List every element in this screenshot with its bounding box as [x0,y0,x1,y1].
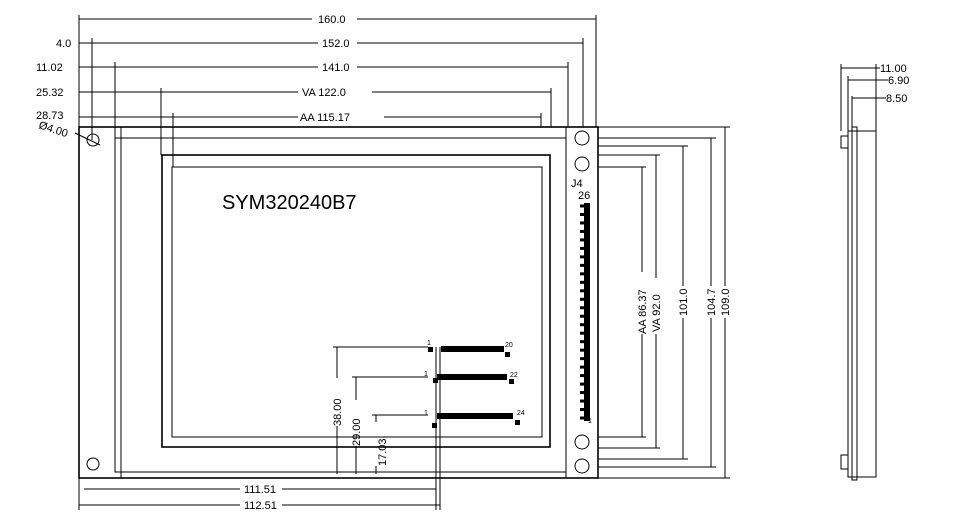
j4-pin [580,212,584,216]
dim-101: 101.0 [678,288,690,316]
j4-pin [580,331,584,335]
mount-hole-right-2 [574,156,590,172]
mount-hole-right-3 [574,434,590,450]
j4-pin [580,306,584,310]
j4-pin [580,416,584,420]
dim-25-32: 25.32 [36,87,64,99]
dim-side-6-9: 6.90 [888,75,909,87]
dim-17-03: 17.03 [377,438,389,466]
dim-29: 29.00 [351,418,363,446]
connector-label: J4 [571,178,583,190]
svg-text:1: 1 [424,410,428,417]
j4-pin [580,374,584,378]
dim-side-8-5: 8.50 [886,93,907,105]
j4-pin [580,289,584,293]
dim-va-92: VA 92.0 [651,294,663,332]
mount-hole-bottom-left [86,457,100,471]
svg-text:22: 22 [510,372,518,379]
j4-pin [580,280,584,284]
dim-11-02: 11.02 [36,62,63,74]
right-dimensions: AA 86.37 VA 92.0 101.0 104.7 109.0 [598,126,732,479]
mount-hole-bottom-right [574,458,590,474]
svg-text:20: 20 [505,342,513,349]
model-label: SYM320240B7 [222,192,357,214]
dim-aa-115: AA 115.17 [300,112,350,124]
pin-bottom-label: 1 [588,418,592,425]
j4-pin-header [580,203,590,421]
dim-38: 38.00 [332,398,344,426]
dim-va-122: VA 122.0 [302,87,346,99]
j4-pin [580,399,584,403]
side-view: 11.00 6.90 8.50 [840,63,909,481]
j4-pin [580,229,584,233]
connector-dimensions: 38.00 29.00 17.03 [332,346,428,474]
module-frame [114,137,567,473]
top-dimensions: 160.0 4.0 152.0 11.02 141.0 25.32 VA 122… [36,14,597,167]
left-bracket [78,126,122,479]
dim-4: 4.0 [56,38,71,50]
fpc-connector-22: 1 22 [424,371,518,384]
dim-104-7: 104.7 [706,288,718,316]
svg-text:1: 1 [424,371,428,378]
j4-pin [580,408,584,412]
j4-pin-strip [584,203,590,421]
j4-pin [580,255,584,259]
j4-pin [580,340,584,344]
dim-109: 109.0 [720,288,732,316]
pin-top-label: 26 [578,190,590,202]
j4-pin [580,314,584,318]
svg-text:24: 24 [517,410,525,417]
svg-text:1: 1 [427,340,431,347]
dim-111-51: 111.51 [244,484,276,496]
fpc-connector-20: 1 20 [427,340,513,357]
bottom-dimensions: 111.51 112.51 [78,347,441,512]
dim-28-73: 28.73 [36,110,64,122]
j4-pin [580,221,584,225]
mount-hole-top-left [86,133,100,147]
dim-160: 160.0 [318,14,346,26]
j4-pin [580,391,584,395]
j4-pin [580,238,584,242]
j4-pin [580,272,584,276]
j4-pin [580,246,584,250]
j4-pin [580,365,584,369]
dim-aa-86: AA 86.37 [637,289,649,334]
dim-141: 141.0 [322,62,350,74]
j4-pin [580,204,584,208]
j4-pin [580,382,584,386]
mount-hole-top-right [574,130,590,146]
j4-pin [580,297,584,301]
dim-112-51: 112.51 [244,500,277,512]
dim-side-11: 11.00 [880,63,907,75]
j4-pin [580,348,584,352]
active-area [171,166,543,438]
j4-pin [580,357,584,361]
j4-pin [580,323,584,327]
fpc-connector-24: 1 24 [424,410,525,428]
dim-hole: Ø4.00 [37,119,69,140]
dim-152: 152.0 [322,38,350,50]
j4-pin [580,263,584,267]
